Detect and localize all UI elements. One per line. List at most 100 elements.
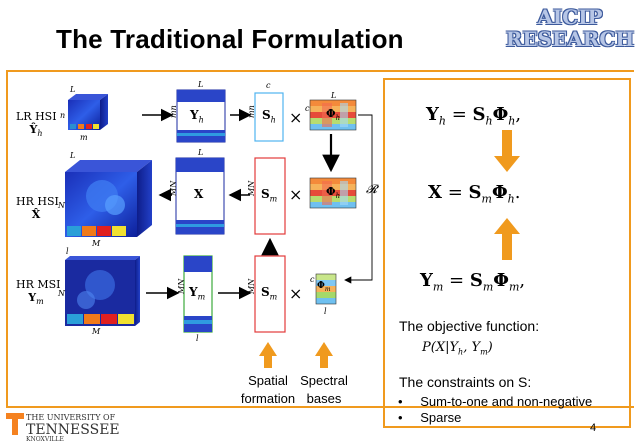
matrix-phi-h-mid: [309, 177, 357, 209]
caption-spatial-line1: Spatial: [248, 373, 288, 388]
symbol-phi-m: Φm: [317, 281, 331, 293]
eq2-end: .: [514, 182, 521, 203]
page-number: 4: [590, 422, 597, 434]
objective-formula-mid: , Y: [463, 340, 481, 355]
caption-spatial-line2: formation: [240, 391, 296, 406]
label-hr-msi-text: HR MSI: [16, 278, 61, 291]
dim-l-ym: l: [196, 334, 199, 343]
constraint-item-1: • Sum-to-one and non-negative: [398, 394, 592, 409]
footer-line-2: TENNESSEE: [26, 422, 120, 438]
symbol-phi-h-top: Φh: [326, 107, 340, 122]
symbol-phi-mid-sub: h: [335, 192, 341, 201]
symbol-phi-mid-letter: Φ: [326, 185, 336, 198]
symbol-yh-letter: Y: [190, 108, 199, 122]
symbol-yh-sub: h: [198, 115, 204, 125]
matrix-x: [175, 157, 225, 235]
times-sign-2: ×: [289, 185, 302, 204]
matrix-ym: [183, 255, 213, 333]
spatial-arrow: [259, 342, 277, 368]
dim-L-phi-top: L: [330, 91, 336, 100]
symbol-sm-bottom-sub: m: [269, 292, 278, 302]
eq3-lhs-sub: m: [432, 280, 444, 294]
dim-N-msi: N: [57, 289, 66, 298]
eq1-phi-sub: h: [508, 114, 516, 128]
footer-line-1: THE UNIVERSITY OF: [26, 413, 116, 422]
eq-arrow-up: [494, 218, 520, 260]
label-lr-hsi: LR HSI Ŷh: [16, 110, 57, 138]
eq2-s: S: [468, 182, 482, 203]
dim-mn-yh: mn: [169, 105, 178, 118]
dim-L-yh: L: [197, 80, 203, 89]
ut-logo-icon: [6, 413, 24, 435]
eq1-end: ,: [515, 104, 522, 125]
eq1-s-sub: h: [485, 114, 493, 128]
objective-sub-h: h: [458, 347, 464, 357]
symbol-phi-h-mid: Φh: [326, 185, 340, 200]
symbol-sm-mid-letter: S: [261, 187, 270, 201]
dim-M-msi: M: [91, 327, 101, 336]
symbol-sm-mid: Sm: [261, 187, 277, 203]
dim-c-phi-top: c: [305, 104, 310, 113]
equation-3: Ym = SmΦm,: [420, 270, 525, 294]
eq2-lhs: X: [428, 182, 442, 203]
constraint-text-1: Sum-to-one and non-negative: [420, 394, 593, 409]
equation-2: X = SmΦh.: [428, 182, 520, 206]
footer-line-3: KNOXVILLE: [26, 436, 64, 443]
eq2-phi: Φ: [491, 182, 508, 203]
symbol-sh: Sh: [262, 108, 276, 124]
objective-sub-m: m: [480, 347, 488, 357]
constraint-text-2: Sparse: [420, 410, 462, 425]
dim-L-x: L: [197, 148, 203, 157]
slide-title: The Traditional Formulation: [56, 24, 404, 54]
eq-arrow-down: [494, 130, 520, 172]
hr-msi-cube: [65, 256, 140, 326]
matrix-yh: [176, 89, 226, 143]
symbol-ym-sub: m: [197, 292, 206, 302]
spectral-arrow: [315, 342, 333, 368]
symbol-sm-mid-sub: m: [269, 194, 278, 204]
symbol-phi-m-sub: m: [324, 285, 331, 293]
symbol-ym-letter: Y: [189, 285, 198, 299]
label-hr-msi: HR MSI Ym: [16, 278, 61, 306]
constraint-item-2: • Sparse: [398, 410, 461, 425]
times-sign-3: ×: [289, 284, 302, 303]
dim-M-hr: M: [91, 239, 101, 248]
constraints-heading: The constraints on S:: [399, 374, 532, 390]
caption-spatial: Spatial formation: [234, 372, 302, 408]
symbol-ym: Ym: [189, 285, 205, 301]
symbol-phi-m-letter: Φ: [317, 281, 325, 291]
symbol-phi-top-sub: h: [335, 114, 341, 123]
dim-c-phi-m: c: [310, 275, 315, 284]
dim-mn-sh: mn: [247, 105, 256, 118]
symbol-phi-top-letter: Φ: [326, 107, 336, 120]
equation-1: Yh = ShΦh,: [426, 104, 521, 128]
aicip-logo: AICIP RESEARCH: [505, 6, 635, 50]
dim-l-phi-m: l: [324, 307, 327, 316]
eq3-s: S: [469, 270, 483, 291]
eq3-end: ,: [519, 270, 526, 291]
objective-formula-main: P(X|Y: [422, 340, 459, 355]
dim-MN-sm-bottom: MN: [247, 278, 256, 295]
dim-N-hr: N: [57, 201, 66, 210]
dim-MN-ym: MN: [177, 278, 186, 295]
caption-spectral-line1: Spectral: [300, 373, 348, 388]
logo-line-2: RESEARCH: [505, 27, 635, 51]
eq3-phi-sub: m: [508, 280, 520, 294]
dim-MN-x: MN: [169, 180, 178, 197]
eq3-lhs: Y: [420, 270, 433, 291]
symbol-sm-bottom: Sm: [261, 285, 277, 301]
symbol-sh-letter: S: [262, 108, 271, 122]
eq3-s-sub: m: [482, 280, 494, 294]
r-operator: 𝓡: [366, 182, 380, 196]
eq2-equals: =: [447, 182, 463, 203]
hr-hsi-cube: [65, 160, 152, 237]
r-path-arrow: [344, 114, 373, 284]
matrix-sh: [254, 92, 284, 142]
dim-L-lr: L: [69, 85, 75, 94]
symbol-yh: Yh: [190, 108, 204, 124]
eq1-lhs: Y: [426, 104, 439, 125]
objective-heading: The objective function:: [399, 318, 540, 334]
eq1-s: S: [472, 104, 486, 125]
times-sign-1: ×: [289, 108, 302, 127]
